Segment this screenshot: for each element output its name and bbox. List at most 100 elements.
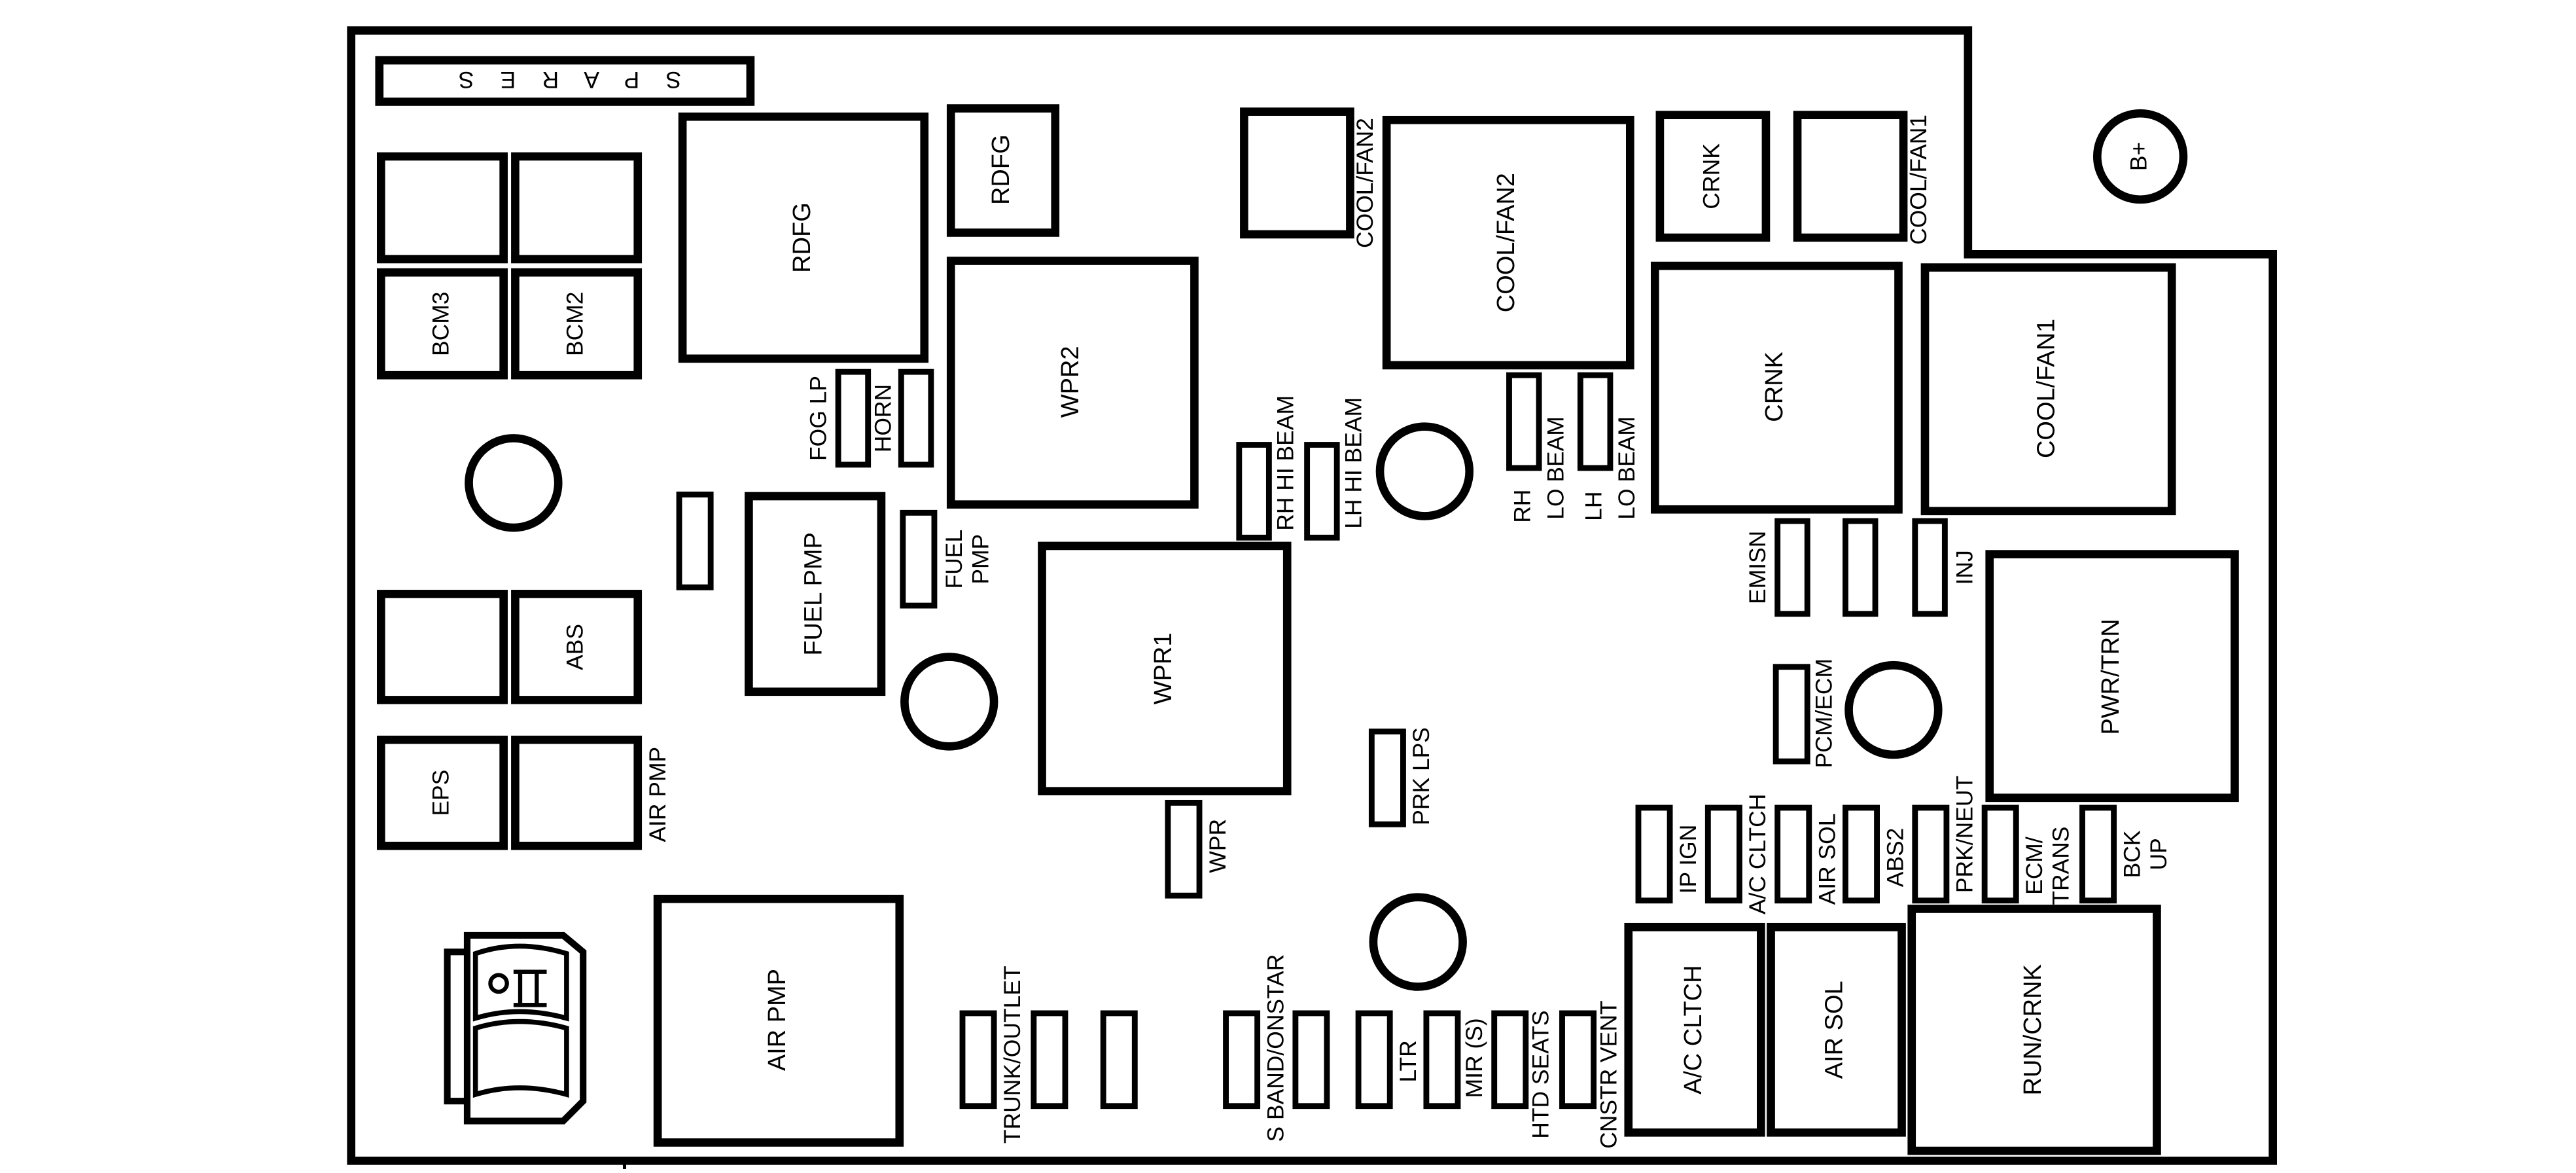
label-cool-fan2-small: COOL/FAN2 (1352, 118, 1378, 248)
battery-terminal-label: B+ (2125, 142, 2151, 171)
fuse-ecm-trans (1981, 804, 2019, 904)
fuse-wpr (1165, 799, 1203, 899)
svg-text:RDFG: RDFG (788, 202, 816, 273)
relay-crnk-large: CRNK (1650, 261, 1903, 514)
fuse-s-band-onstar-2 (1292, 1010, 1330, 1110)
battery-terminal (2092, 109, 2188, 204)
spares-label: S P A R E S (449, 67, 682, 93)
label-air-sol-fuse: AIR SOL (1814, 814, 1841, 905)
label-horn: HORN (870, 384, 896, 452)
svg-text:CRNK: CRNK (1698, 143, 1724, 209)
fuse-trunk-outlet-1 (959, 1010, 997, 1110)
label-trans: TRANS (2047, 827, 2073, 905)
label-up: UP (2145, 838, 2172, 870)
svg-text:BCM2: BCM2 (561, 291, 588, 355)
svg-text:FUEL PMP: FUEL PMP (800, 532, 828, 655)
label-lh-lo-beam: LO BEAM (1614, 416, 1640, 520)
stud-left-upper (465, 434, 563, 532)
label-emisn: EMISN (1744, 531, 1771, 604)
stud-center-upper (1375, 422, 1474, 520)
fuse-fuel-pmp (900, 509, 938, 609)
svg-text:EPS: EPS (427, 770, 453, 816)
relay-bcm2: BCM2 (511, 268, 643, 380)
relay-air-pmp: AIR PMP (653, 894, 904, 1147)
fuse-ltr (1355, 1010, 1393, 1110)
relay-rdfg-large: RDFG (678, 112, 929, 363)
svg-text:PWR/TRN: PWR/TRN (2097, 619, 2125, 734)
fuse-rh-lo-beam (1506, 372, 1542, 471)
svg-text:BCM3: BCM3 (427, 291, 453, 355)
label-wpr: WPR (1205, 819, 1231, 873)
fuse-abs2 (1843, 804, 1880, 904)
label-lh: LH (1581, 492, 1607, 521)
label-fog-lp: FOG LP (805, 376, 832, 461)
label-bck: BCK (2119, 830, 2145, 878)
relay-blank-cool-fan2-small (1240, 107, 1354, 239)
relay-crnk-small: CRNK (1655, 111, 1771, 242)
label-inj: INJ (1952, 550, 1978, 585)
stud-right-middle (1844, 660, 1943, 759)
fuse-ac-cltch (1704, 804, 1742, 904)
fuse-fog-lp (835, 369, 872, 468)
svg-text:ABS: ABS (561, 624, 588, 670)
fuse-trunk-outlet-2 (1031, 1010, 1068, 1110)
label-lh-hi-beam: LH HI BEAM (1340, 397, 1366, 529)
label-prk-neut: PRK/NEUT (1952, 776, 1978, 893)
fuse-rh-hi-beam (1236, 442, 1272, 541)
svg-text:COOL/FAN1: COOL/FAN1 (2032, 319, 2060, 458)
relay-wpr1: WPR1 (1038, 541, 1292, 796)
label-air-pmp-fuse: AIR PMP (644, 747, 671, 842)
fuse-ip-ign (1635, 804, 1673, 904)
relay-blank-1 (376, 152, 508, 264)
fuse-htd-seats (1491, 1010, 1529, 1110)
svg-text:AIR PMP: AIR PMP (764, 969, 791, 1071)
label-cnstr-vent: CNSTR VENT (1595, 1000, 1621, 1148)
relay-blank-cool-fan1-small (1793, 111, 1908, 242)
fuse-blank-mid (1843, 518, 1879, 617)
relay-blank-3 (376, 590, 508, 704)
relay-wpr2: WPR2 (946, 257, 1199, 509)
spares-strip (375, 56, 755, 106)
owners-manual-icon (444, 931, 587, 1125)
fuse-mir-s (1423, 1010, 1461, 1110)
label-rh: RH (1509, 490, 1536, 523)
relay-blank-4 (511, 735, 643, 850)
relay-blank-2 (511, 152, 643, 264)
fuse-inj (1912, 518, 1948, 617)
label-ltr: LTR (1395, 1040, 1421, 1082)
fuse-lh-lo-beam (1577, 372, 1614, 471)
label-cool-fan1-small: COOL/FAN1 (1905, 115, 1932, 245)
fuse-emisn (1774, 518, 1810, 617)
relay-fuel-pmp: FUEL PMP (745, 492, 886, 696)
svg-text:WPR2: WPR2 (1057, 346, 1084, 418)
fuse-air-sol (1774, 804, 1812, 904)
label-abs2: ABS2 (1882, 828, 1908, 888)
label-rh-hi-beam: RH HI BEAM (1273, 395, 1299, 531)
relay-rdfg-small: RDFG (946, 104, 1060, 237)
svg-text:RDFG: RDFG (987, 134, 1015, 205)
label-fuel-pmp-1: FUEL (941, 530, 967, 589)
svg-text:COOL/FAN2: COOL/FAN2 (1492, 173, 1520, 312)
relay-abs: ABS (511, 590, 643, 704)
label-fuel-pmp-2: PMP (968, 534, 994, 585)
svg-text:AIR SOL: AIR SOL (1820, 981, 1848, 1079)
fuse-lh-hi-beam (1304, 442, 1340, 541)
label-mir-s: MIR (S) (1461, 1018, 1487, 1098)
label-trunk-outlet: TRUNK/OUTLET (999, 965, 1025, 1144)
fuse-pcm-ecm (1773, 664, 1810, 765)
svg-text:A/C CLTCH: A/C CLTCH (1680, 965, 1707, 1094)
svg-text:WPR1: WPR1 (1150, 632, 1177, 704)
label-pcm-ecm: PCM/ECM (1810, 659, 1837, 768)
label-ecm: ECM/ (2021, 837, 2047, 895)
relay-cool-fan2: COOL/FAN2 (1382, 115, 1634, 370)
fuse-cnstr-vent (1559, 1010, 1597, 1110)
stud-left-middle (900, 653, 998, 751)
stud-center-lower (1369, 893, 1467, 991)
label-ip-ign: IP IGN (1675, 825, 1701, 894)
relay-air-sol: AIR SOL (1767, 922, 1906, 1137)
relay-ac-cltch: A/C CLTCH (1624, 922, 1765, 1137)
fuse-blank-left (676, 492, 714, 590)
svg-text:CRNK: CRNK (1761, 352, 1788, 422)
relay-run-crnk: RUN/CRNK (1907, 905, 2161, 1155)
